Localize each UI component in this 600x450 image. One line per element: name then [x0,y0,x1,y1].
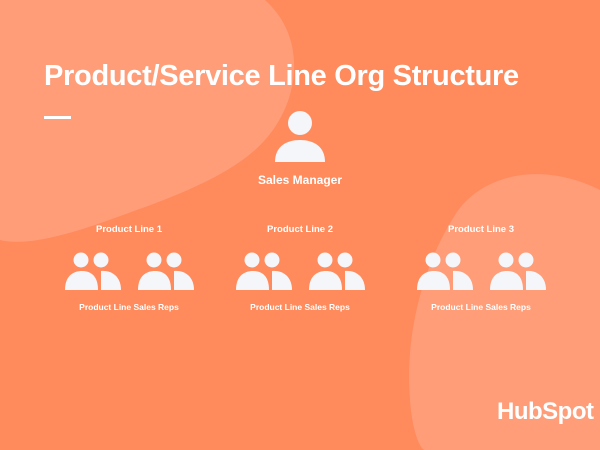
sales-reps-label: Product Line Sales Reps [431,302,531,312]
product-line-group: Product Line 2 Product Line Sales Reps [200,224,400,312]
title-underline [44,116,71,119]
group-icon [489,252,546,290]
group-icon [308,252,365,290]
group-icon [235,252,292,290]
hubspot-logo: HubSpot [497,398,594,425]
sales-manager-label: Sales Manager [257,173,343,187]
sales-reps-label: Product Line Sales Reps [250,302,350,312]
sales-reps-label: Product Line Sales Reps [79,302,179,312]
group-icon [64,252,121,290]
product-line-group: Product Line 1 Product Line Sales Reps [29,224,229,312]
group-icon [137,252,194,290]
product-line-label: Product Line 1 [96,224,162,235]
product-line-label: Product Line 3 [448,224,514,235]
product-line-label: Product Line 2 [267,224,333,235]
group-icon [416,252,473,290]
person-icon [260,108,340,167]
product-line-group: Product Line 3 Product Line Sales Reps [381,224,581,312]
page-title: Product/Service Line Org Structure [44,60,519,92]
